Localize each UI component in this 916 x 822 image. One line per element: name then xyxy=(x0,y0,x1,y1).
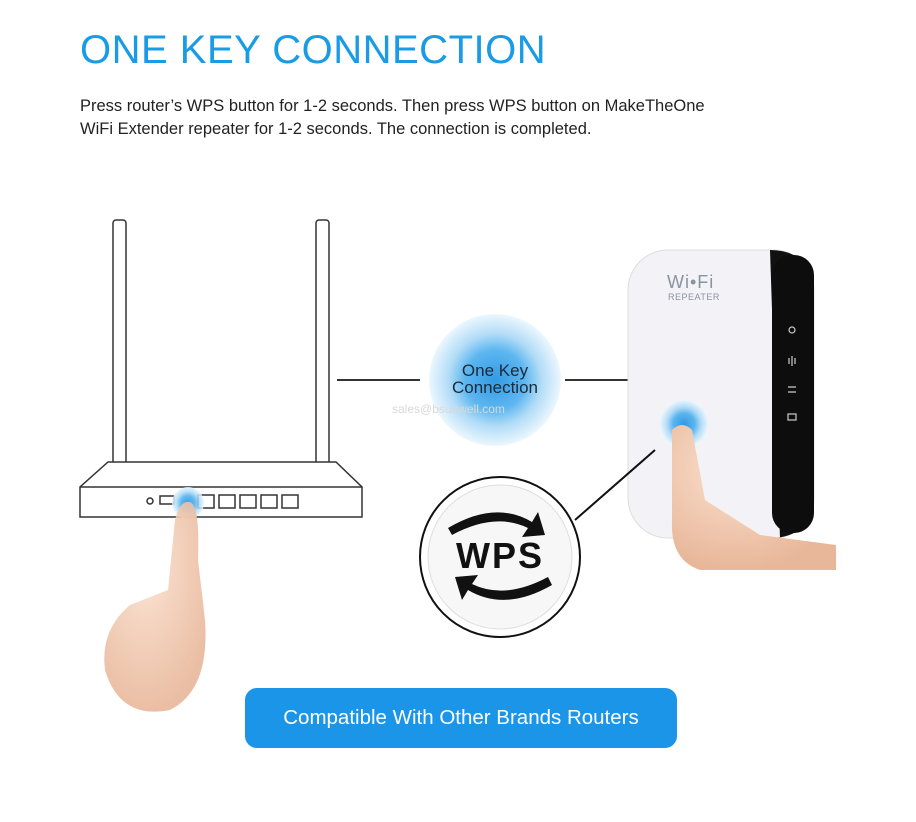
label-line-2: Connection xyxy=(451,378,538,397)
compatible-banner: Compatible With Other Brands Routers xyxy=(245,688,677,748)
instruction-text: Press router’s WPS button for 1-2 second… xyxy=(80,95,840,141)
wps-label: WPS xyxy=(455,535,544,576)
transfer-arrows-icon xyxy=(788,386,796,393)
one-key-glow xyxy=(429,314,561,446)
refresh-arrow-bottom-icon xyxy=(455,575,552,600)
instruction-line-2: WiFi Extender repeater for 1-2 seconds. … xyxy=(80,120,592,138)
label-line-1: One Key xyxy=(461,361,529,380)
one-key-connection-label: One Key Connection xyxy=(432,362,558,396)
repeater-label: REPEATER xyxy=(668,292,720,302)
hand-right xyxy=(671,425,836,570)
page-title: ONE KEY CONNECTION xyxy=(80,28,547,72)
instruction-line-1: Press router’s WPS button for 1-2 second… xyxy=(80,97,705,115)
router xyxy=(79,219,363,518)
watermark: sales@bsunwell.com xyxy=(392,402,505,416)
lan-port-icon xyxy=(787,413,797,421)
hand-left xyxy=(104,501,206,712)
wireless-signal-icon xyxy=(788,356,796,366)
wifi-logo: Wi•Fi xyxy=(667,272,715,292)
repeater-device xyxy=(627,249,815,539)
power-icon xyxy=(788,326,796,334)
router-lan-ports xyxy=(197,494,299,509)
refresh-arrow-top-icon xyxy=(448,512,545,537)
